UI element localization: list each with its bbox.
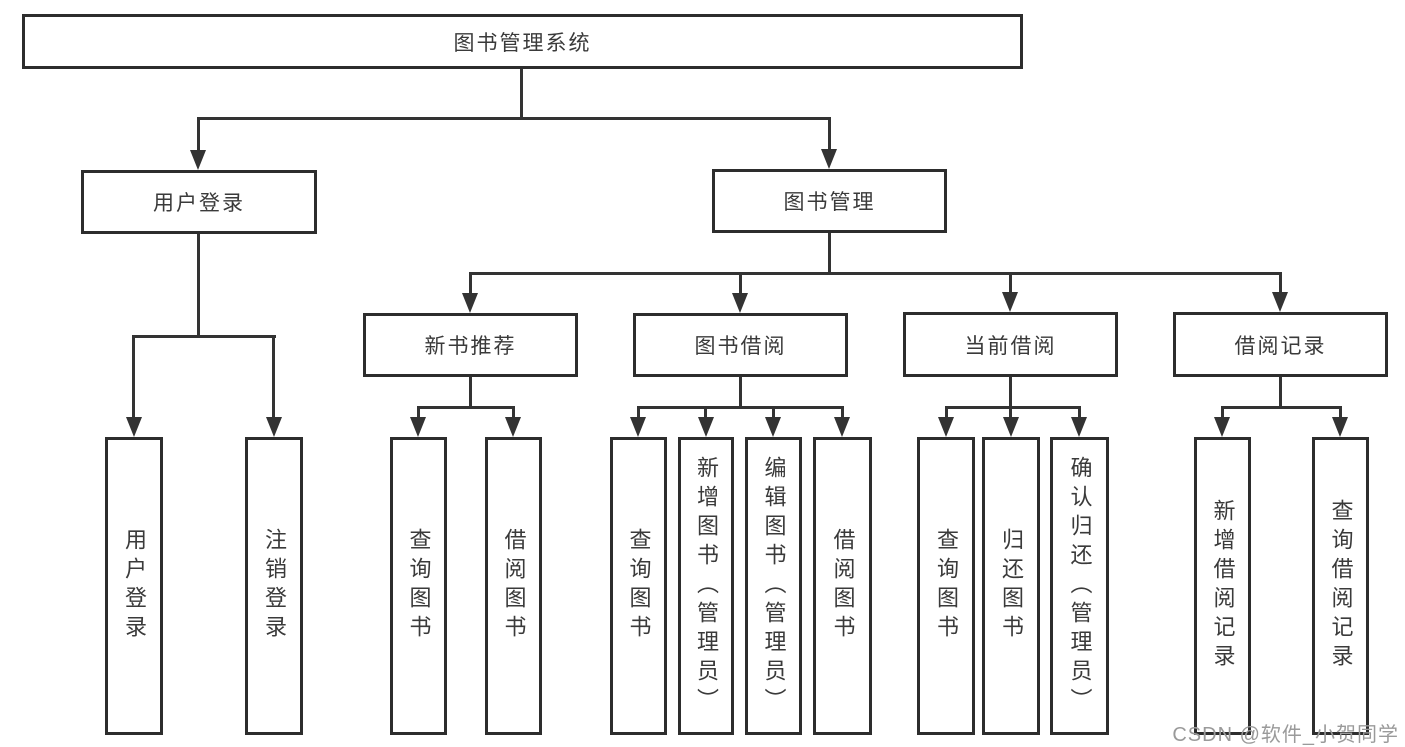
arrowhead-nb-borrow-icon bbox=[505, 417, 521, 437]
connector-drop-nb-query bbox=[417, 406, 420, 419]
arrowhead-br-add-icon bbox=[1214, 417, 1230, 437]
connector-borrowrecord-branch bbox=[1221, 406, 1341, 409]
connector-drop-cb-query bbox=[945, 406, 948, 419]
connector-drop-user-login bbox=[197, 117, 200, 151]
connector-borrowrecord-trunk bbox=[1279, 377, 1282, 407]
connector-root-trunk bbox=[520, 69, 523, 117]
arrowhead-borrow-record-icon bbox=[1272, 292, 1288, 312]
leaf-current-confirm: 确认归还（管理员） bbox=[1050, 437, 1109, 735]
leaf-borrow-add-label: 新增图书（管理员） bbox=[694, 455, 719, 717]
arrowhead-nb-query-icon bbox=[410, 417, 426, 437]
node-new-book-label: 新书推荐 bbox=[424, 335, 517, 358]
leaf-borrow-edit: 编辑图书（管理员） bbox=[745, 437, 802, 735]
leaf-newbook-borrow: 借阅图书 bbox=[485, 437, 542, 735]
connector-newbook-trunk bbox=[469, 377, 472, 407]
connector-drop-book-borrow bbox=[739, 272, 742, 294]
connector-drop-leaf-logout bbox=[272, 335, 275, 419]
leaf-newbook-borrow-label: 借阅图书 bbox=[501, 528, 527, 644]
node-book-borrow: 图书借阅 bbox=[633, 313, 848, 377]
node-book-management-label: 图书管理 bbox=[783, 191, 876, 214]
leaf-user-login-label: 用户登录 bbox=[122, 528, 147, 644]
leaf-user-login: 用户登录 bbox=[105, 437, 163, 735]
leaf-borrow-add: 新增图书（管理员） bbox=[678, 437, 734, 735]
leaf-current-query: 查询图书 bbox=[917, 437, 975, 735]
arrowhead-current-borrow-icon bbox=[1002, 292, 1018, 312]
leaf-newbook-query-label: 查询图书 bbox=[406, 528, 432, 644]
node-book-borrow-label: 图书借阅 bbox=[694, 335, 787, 358]
leaf-record-add: 新增借阅记录 bbox=[1194, 437, 1251, 735]
connector-drop-nb-borrow bbox=[512, 406, 515, 419]
connector-drop-current-borrow bbox=[1009, 272, 1012, 294]
node-user-login-label: 用户登录 bbox=[153, 192, 245, 215]
leaf-current-return: 归还图书 bbox=[982, 437, 1040, 735]
connector-drop-bb-add bbox=[704, 406, 707, 419]
leaf-current-query-label: 查询图书 bbox=[934, 528, 959, 644]
leaf-current-return-label: 归还图书 bbox=[999, 528, 1024, 644]
leaf-current-confirm-label: 确认归还（管理员） bbox=[1067, 455, 1093, 717]
connector-drop-bb-borrow bbox=[841, 406, 844, 419]
node-new-book: 新书推荐 bbox=[363, 313, 578, 377]
leaf-record-add-label: 新增借阅记录 bbox=[1210, 499, 1236, 673]
leaf-borrow-query: 查询图书 bbox=[610, 437, 667, 735]
leaf-borrow-query-label: 查询图书 bbox=[626, 528, 652, 644]
connector-bookborrow-trunk bbox=[739, 377, 742, 407]
leaf-record-query-label: 查询借阅记录 bbox=[1328, 499, 1354, 673]
arrowhead-bb-query-icon bbox=[630, 417, 646, 437]
leaf-logout-label: 注销登录 bbox=[262, 528, 287, 644]
leaf-newbook-query: 查询图书 bbox=[390, 437, 447, 735]
arrowhead-bb-borrow-icon bbox=[834, 417, 850, 437]
leaf-borrow-edit-label: 编辑图书（管理员） bbox=[761, 455, 787, 717]
connector-drop-bb-edit bbox=[772, 406, 775, 419]
connector-drop-cb-confirm bbox=[1078, 406, 1081, 419]
node-borrow-record-label: 借阅记录 bbox=[1234, 334, 1327, 358]
arrowhead-bb-add-icon bbox=[698, 417, 714, 437]
arrowhead-book-borrow-icon bbox=[732, 293, 748, 313]
connector-drop-bb-query bbox=[637, 406, 640, 419]
connector-drop-leaf-login bbox=[132, 335, 135, 419]
connector-userlogin-trunk bbox=[197, 234, 200, 335]
connector-bookborrow-branch bbox=[637, 406, 844, 409]
arrowhead-new-book-icon bbox=[462, 293, 478, 313]
arrowhead-cb-confirm-icon bbox=[1071, 417, 1087, 437]
connector-drop-borrow-record bbox=[1279, 272, 1282, 294]
node-book-management: 图书管理 bbox=[712, 169, 947, 233]
connector-drop-br-add bbox=[1221, 406, 1224, 419]
connector-userlogin-branch bbox=[132, 335, 276, 338]
arrowhead-br-query-icon bbox=[1332, 417, 1348, 437]
leaf-borrow-borrow: 借阅图书 bbox=[813, 437, 872, 735]
connector-drop-new-book bbox=[469, 272, 472, 294]
node-root-label: 图书管理系统 bbox=[453, 31, 592, 55]
connector-newbook-branch bbox=[417, 406, 515, 409]
node-root: 图书管理系统 bbox=[22, 14, 1023, 69]
arrowhead-cb-return-icon bbox=[1003, 417, 1019, 437]
leaf-record-query: 查询借阅记录 bbox=[1312, 437, 1369, 735]
connector-root-branch bbox=[197, 117, 831, 120]
watermark: CSDN @软件_小贺同学 bbox=[1172, 724, 1399, 746]
leaf-logout: 注销登录 bbox=[245, 437, 303, 735]
arrowhead-bb-edit-icon bbox=[765, 417, 781, 437]
node-current-borrow: 当前借阅 bbox=[903, 312, 1118, 377]
arrowhead-leaf-logout-icon bbox=[266, 417, 282, 437]
connector-drop-book-management bbox=[828, 117, 831, 150]
connector-bookmgmt-branch bbox=[469, 272, 1282, 275]
leaf-borrow-borrow-label: 借阅图书 bbox=[830, 528, 856, 644]
arrowhead-book-management-icon bbox=[821, 149, 837, 169]
node-borrow-record: 借阅记录 bbox=[1173, 312, 1388, 377]
arrowhead-cb-query-icon bbox=[938, 417, 954, 437]
connector-currentborrow-branch bbox=[945, 406, 1080, 409]
connector-currentborrow-trunk bbox=[1009, 377, 1012, 407]
connector-drop-cb-return bbox=[1009, 406, 1012, 419]
arrowhead-leaf-login-icon bbox=[126, 417, 142, 437]
connector-bookmgmt-trunk bbox=[828, 233, 831, 274]
arrowhead-user-login-icon bbox=[190, 150, 206, 170]
connector-drop-br-query bbox=[1339, 406, 1342, 419]
node-user-login: 用户登录 bbox=[81, 170, 317, 234]
node-current-borrow-label: 当前借阅 bbox=[964, 334, 1057, 358]
